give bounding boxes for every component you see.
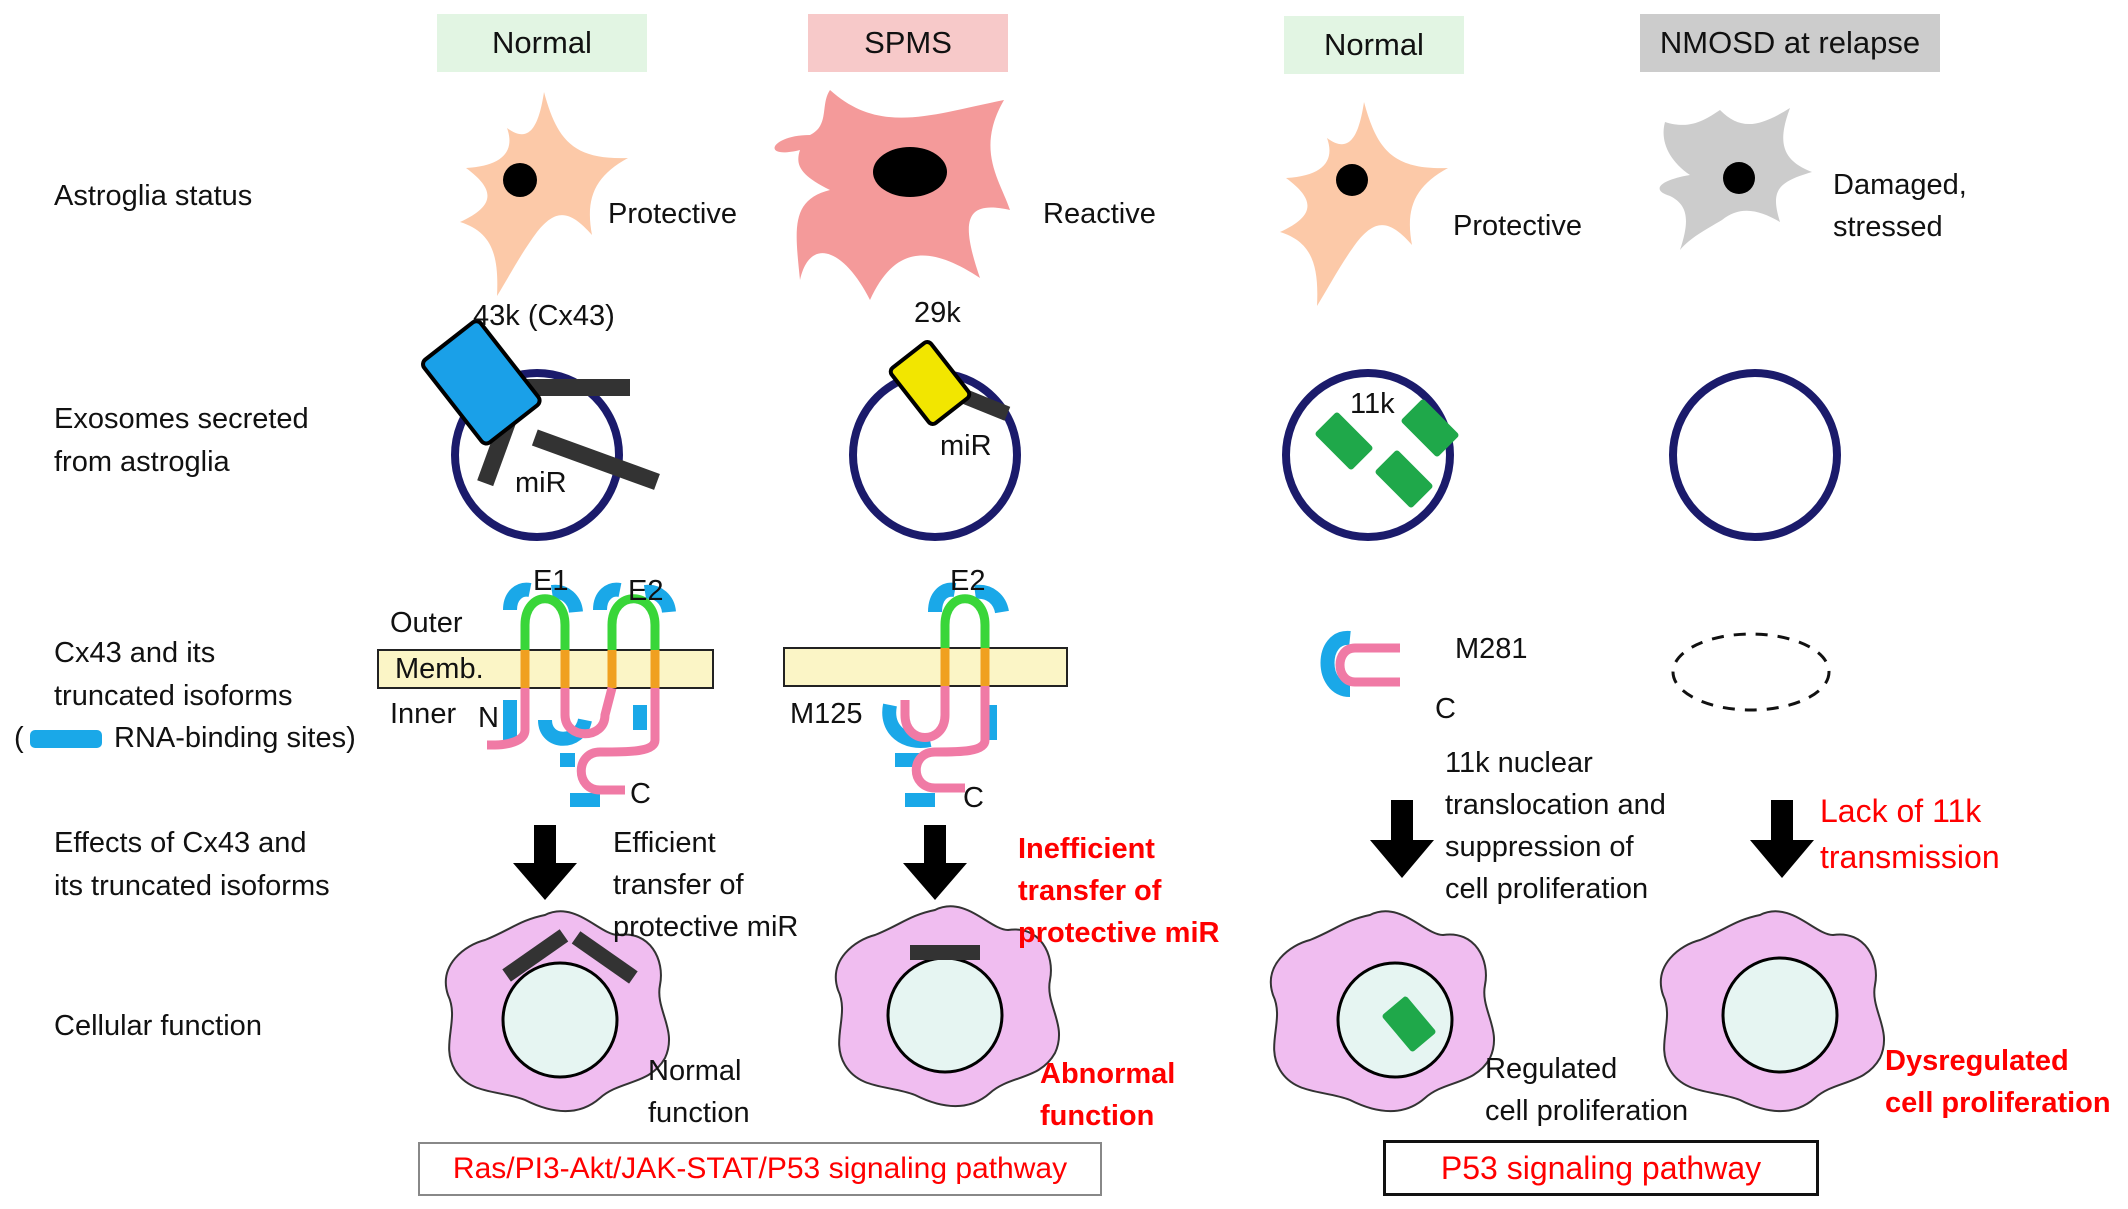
label-m125: M125 (790, 698, 863, 730)
astro-status-col2: Reactive (1043, 198, 1156, 230)
arrow-col4 (1750, 800, 1814, 878)
label-e2-col2: E2 (950, 565, 986, 597)
row-label-exosomes-1: Exosomes secreted (54, 403, 309, 435)
label-mir-col2: miR (940, 430, 992, 462)
label-memb: Memb. (395, 653, 484, 685)
box-29k (888, 340, 972, 426)
effect-col4-line1: Lack of 11k (1820, 793, 1982, 829)
label-n-terminus: N (478, 702, 499, 734)
label-c-col1: C (630, 778, 651, 810)
astro-status-col3: Protective (1453, 210, 1582, 242)
astroglia-reactive (774, 90, 1010, 300)
pathway-left-text: Ras/PI3-Akt/JAK-STAT/P53 signaling pathw… (452, 1152, 1068, 1185)
effect-col2-line1: Inefficient (1018, 833, 1155, 865)
label-m281: M281 (1455, 633, 1528, 665)
cx43-topology-col2 (783, 582, 1068, 807)
row-label-cx43-2: truncated isoforms (54, 680, 293, 712)
exosome-col1 (451, 369, 623, 541)
label-11k: 11k (1350, 388, 1395, 420)
function-col3-line1: Regulated (1485, 1053, 1618, 1085)
effect-col1-line1: Efficient (613, 827, 716, 859)
effect-col3-line3: suppression of (1445, 831, 1634, 863)
absent-isoform-ellipse (1671, 632, 1831, 712)
astro-status-col1: Protective (608, 198, 737, 230)
target-cell-col4 (1660, 910, 1885, 1113)
row-label-effects-1: Effects of Cx43 and (54, 827, 307, 859)
row-label-cx43-3: RNA-binding sites) (114, 722, 356, 754)
effect-col2-line3: protective miR (1018, 917, 1220, 949)
row-label-cx43-paren: ( (14, 722, 24, 754)
label-mir-col1: miR (515, 467, 567, 499)
label-c-col2: C (963, 782, 984, 814)
arrow-col1 (513, 825, 577, 900)
effect-col2-line2: transfer of (1018, 875, 1162, 907)
label-29k: 29k (914, 297, 961, 329)
astroglia-protective-1 (460, 92, 628, 296)
cx43-topology-col1 (377, 582, 714, 807)
exosome-col3 (1282, 369, 1454, 541)
pathway-box-right: P53 signaling pathway (1383, 1140, 1819, 1196)
fragment-11k-2 (1401, 399, 1459, 457)
function-col4-line1: Dysregulated (1885, 1045, 2069, 1077)
effect-col3-line1: 11k nuclear (1445, 747, 1593, 779)
effect-col3-line2: translocation and (1445, 789, 1666, 821)
function-col2-line2: function (1040, 1100, 1155, 1132)
label-e2-col1: E2 (628, 575, 664, 607)
fragment-11k-3 (1375, 450, 1433, 508)
row-label-astroglia: Astroglia status (54, 180, 253, 212)
effect-col4-line2: transmission (1820, 839, 2000, 875)
function-col4-line2: cell proliferation (1885, 1087, 2111, 1119)
row-label-exosomes-2: from astroglia (54, 446, 230, 478)
label-43k: 43k (Cx43) (473, 300, 615, 332)
header-spms: SPMS (808, 14, 1008, 72)
label-c-col3: C (1435, 693, 1456, 725)
label-e1: E1 (533, 565, 569, 597)
row-label-effects-2: its truncated isoforms (54, 870, 330, 902)
function-col1-line1: Normal (648, 1055, 742, 1087)
arrow-col3 (1370, 800, 1434, 878)
cx43-43k-box (421, 319, 542, 446)
membrane-col2 (783, 647, 1068, 687)
target-cell-col3 (1270, 910, 1495, 1113)
target-cell-col2 (835, 905, 1060, 1108)
function-col1-line2: function (648, 1097, 750, 1129)
astroglia-protective-2 (1280, 102, 1448, 306)
effect-col1-line3: protective miR (613, 911, 799, 943)
header-normal-2: Normal (1284, 16, 1464, 74)
rna-site-legend-icon (30, 730, 102, 748)
function-col2-line1: Abnormal (1040, 1058, 1176, 1090)
effect-col3-line4: cell proliferation (1445, 873, 1649, 905)
label-inner: Inner (390, 698, 457, 730)
label-outer: Outer (390, 607, 463, 639)
pathway-right-text: P53 signaling pathway (1440, 1150, 1762, 1186)
row-label-cellular: Cellular function (54, 1010, 262, 1042)
astroglia-damaged (1659, 108, 1812, 250)
mir-strands-col1 (477, 379, 660, 490)
target-cell-col1 (445, 910, 670, 1113)
cx43-m281-fragment (1320, 631, 1400, 697)
fragment-11k-1 (1315, 412, 1373, 470)
header-normal-1: Normal (437, 14, 647, 72)
effect-col1-line2: transfer of (613, 869, 744, 901)
header-nmosd: NMOSD at relapse (1640, 14, 1940, 72)
pathway-box-left: Ras/PI3-Akt/JAK-STAT/P53 signaling pathw… (418, 1142, 1102, 1196)
astro-status-col4-2: stressed (1833, 211, 1943, 243)
row-label-cx43-1: Cx43 and its (54, 637, 216, 669)
exosome-col4 (1669, 369, 1841, 541)
arrow-col2 (903, 825, 967, 900)
function-col3-line2: cell proliferation (1485, 1095, 1689, 1127)
astro-status-col4-1: Damaged, (1833, 169, 1967, 201)
